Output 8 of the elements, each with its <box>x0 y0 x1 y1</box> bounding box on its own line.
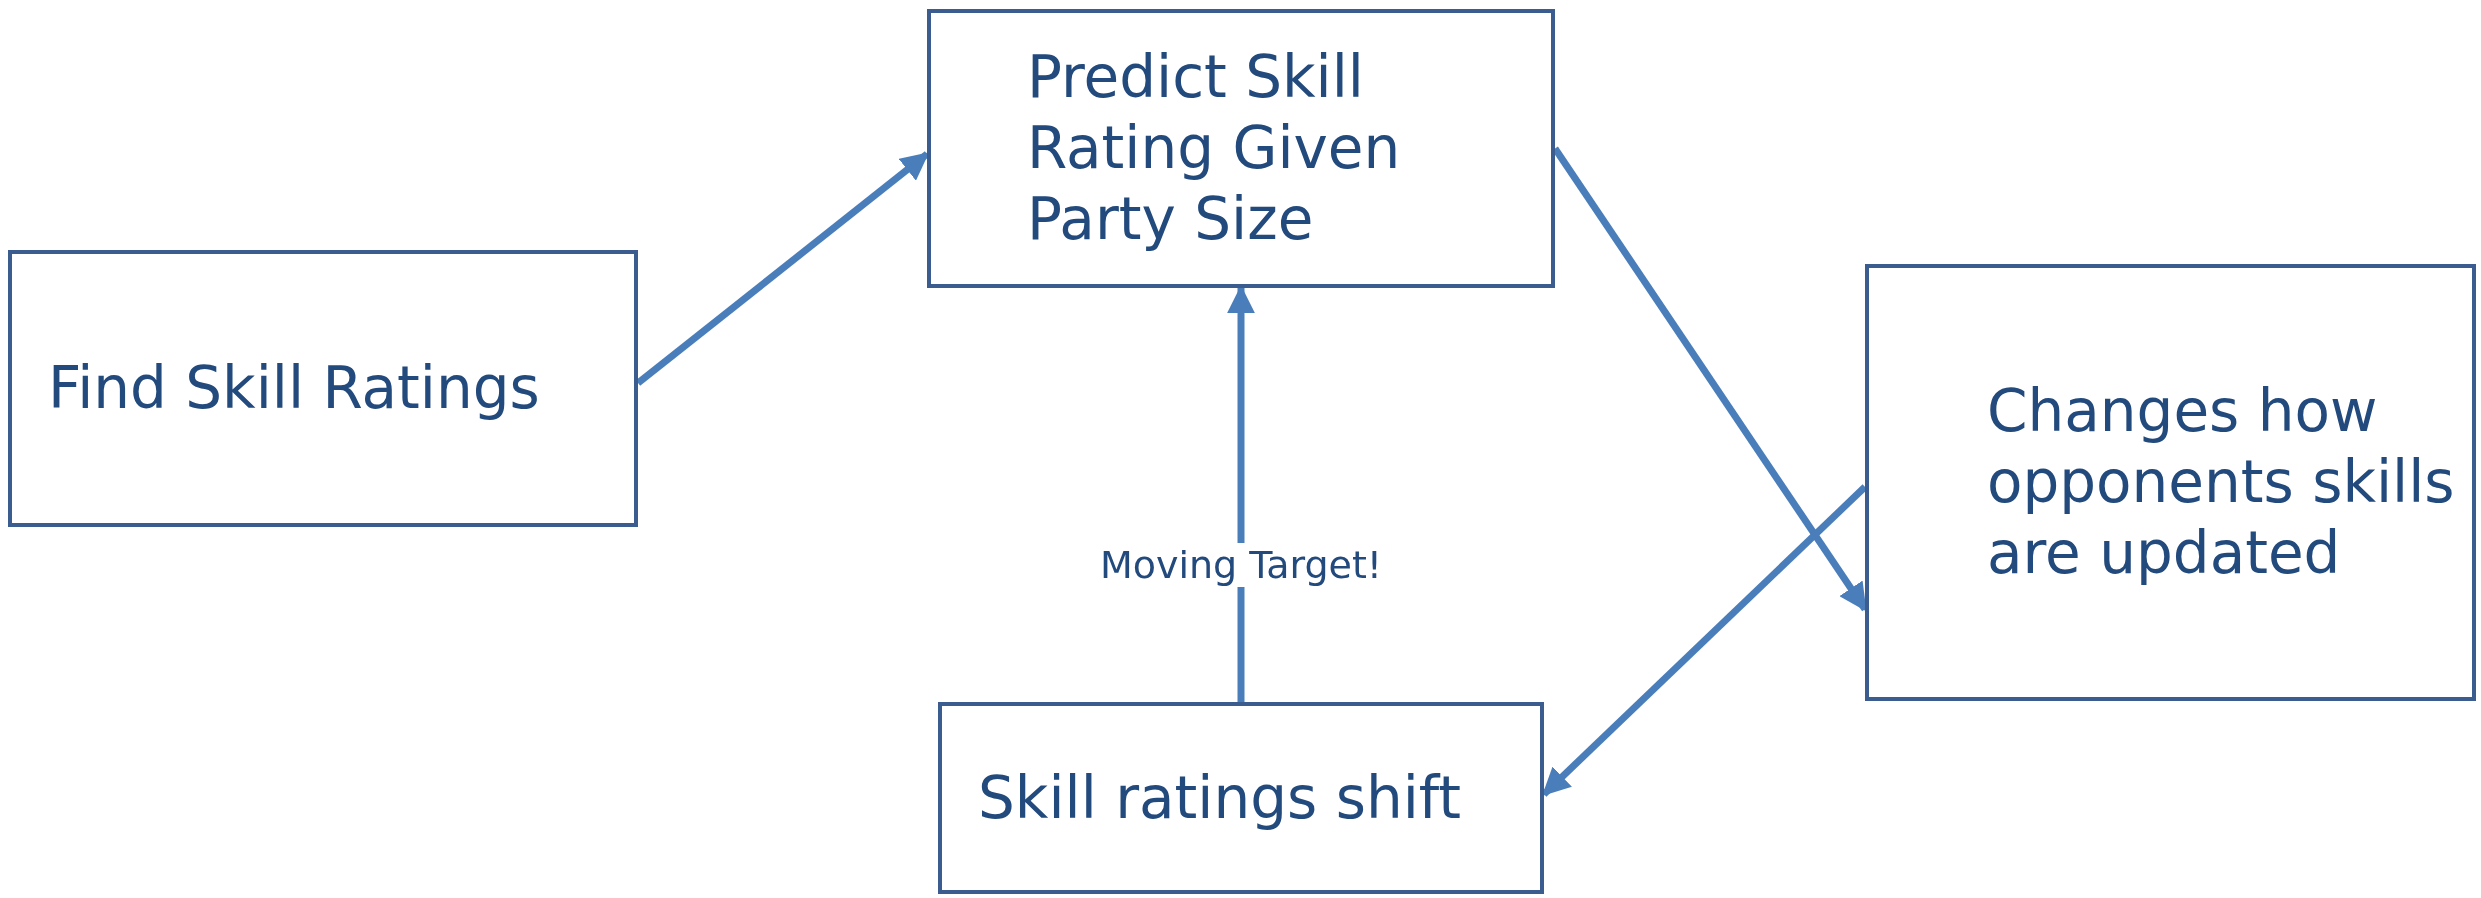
box-label: Skill ratings shift <box>978 762 1461 834</box>
box-label: Find Skill Ratings <box>48 353 540 424</box>
process-box <box>8 250 638 527</box>
process-box <box>927 9 1555 288</box>
box-label: Predict Skill Rating Given Party Size <box>1027 42 1402 255</box>
process-box <box>938 702 1544 894</box>
box-label: Changes how opponents skills are updated <box>1987 376 2456 589</box>
process-box <box>1865 264 2476 701</box>
